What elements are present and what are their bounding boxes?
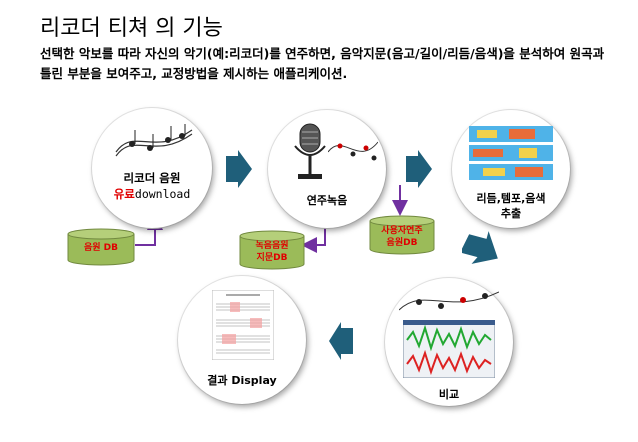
compare-label: 비교 [438, 388, 460, 401]
connector-record-to-fingerprintdb [301, 226, 326, 253]
extract-label-2: 추출 [500, 207, 522, 220]
user-db-label-1: 사용자연주 [381, 226, 423, 236]
source-label: 리코더 음원 [123, 171, 181, 185]
node-result: 결과 Display [178, 276, 306, 404]
record-label: 연주녹음 [306, 194, 348, 207]
user-db-label-2: 음원DB [386, 238, 418, 248]
node-source: 리코더 음원 유료download [92, 108, 212, 228]
paid-text: 유료 [113, 187, 135, 201]
arrow-source-to-record-icon [226, 150, 252, 188]
sheet-music-icon [212, 290, 274, 360]
microphone-icon [294, 123, 326, 179]
fingerprint-db: 녹음음원 지문DB [239, 230, 305, 270]
user-db: 사용자연주 음원DB [369, 215, 435, 255]
source-db: 음원 DB [67, 228, 135, 266]
music-notes-icon [328, 141, 378, 161]
waveform-icon [403, 320, 495, 378]
result-label: 결과 Display [207, 374, 277, 387]
fingerprint-db-label-2: 지문DB [256, 253, 288, 263]
music-notes-icon [115, 124, 193, 157]
arrow-extract-to-compare-icon [462, 231, 498, 264]
node-compare: 비교 [385, 278, 513, 406]
arrow-record-to-extract-icon [406, 150, 432, 188]
music-notes-icon [399, 291, 499, 311]
download-text: download [134, 187, 191, 201]
spectrogram-icon [469, 126, 553, 180]
arrow-compare-to-result-icon [329, 322, 353, 360]
page-title: 리코더 티쳐 의 기능 [40, 16, 223, 41]
description: 선택한 악보를 따라 자신의 악기(예:리코더)를 연주하면, 음악지문(음고/… [40, 46, 605, 81]
node-extract: 리듬,템포,음색 추출 [452, 110, 570, 228]
fingerprint-db-label-1: 녹음음원 [255, 241, 289, 251]
source-db-label: 음원 DB [83, 243, 119, 253]
extract-label-1: 리듬,템포,음색 [476, 192, 546, 205]
node-record: 연주녹음 [268, 110, 386, 228]
source-download-line: 유료download [92, 186, 212, 202]
